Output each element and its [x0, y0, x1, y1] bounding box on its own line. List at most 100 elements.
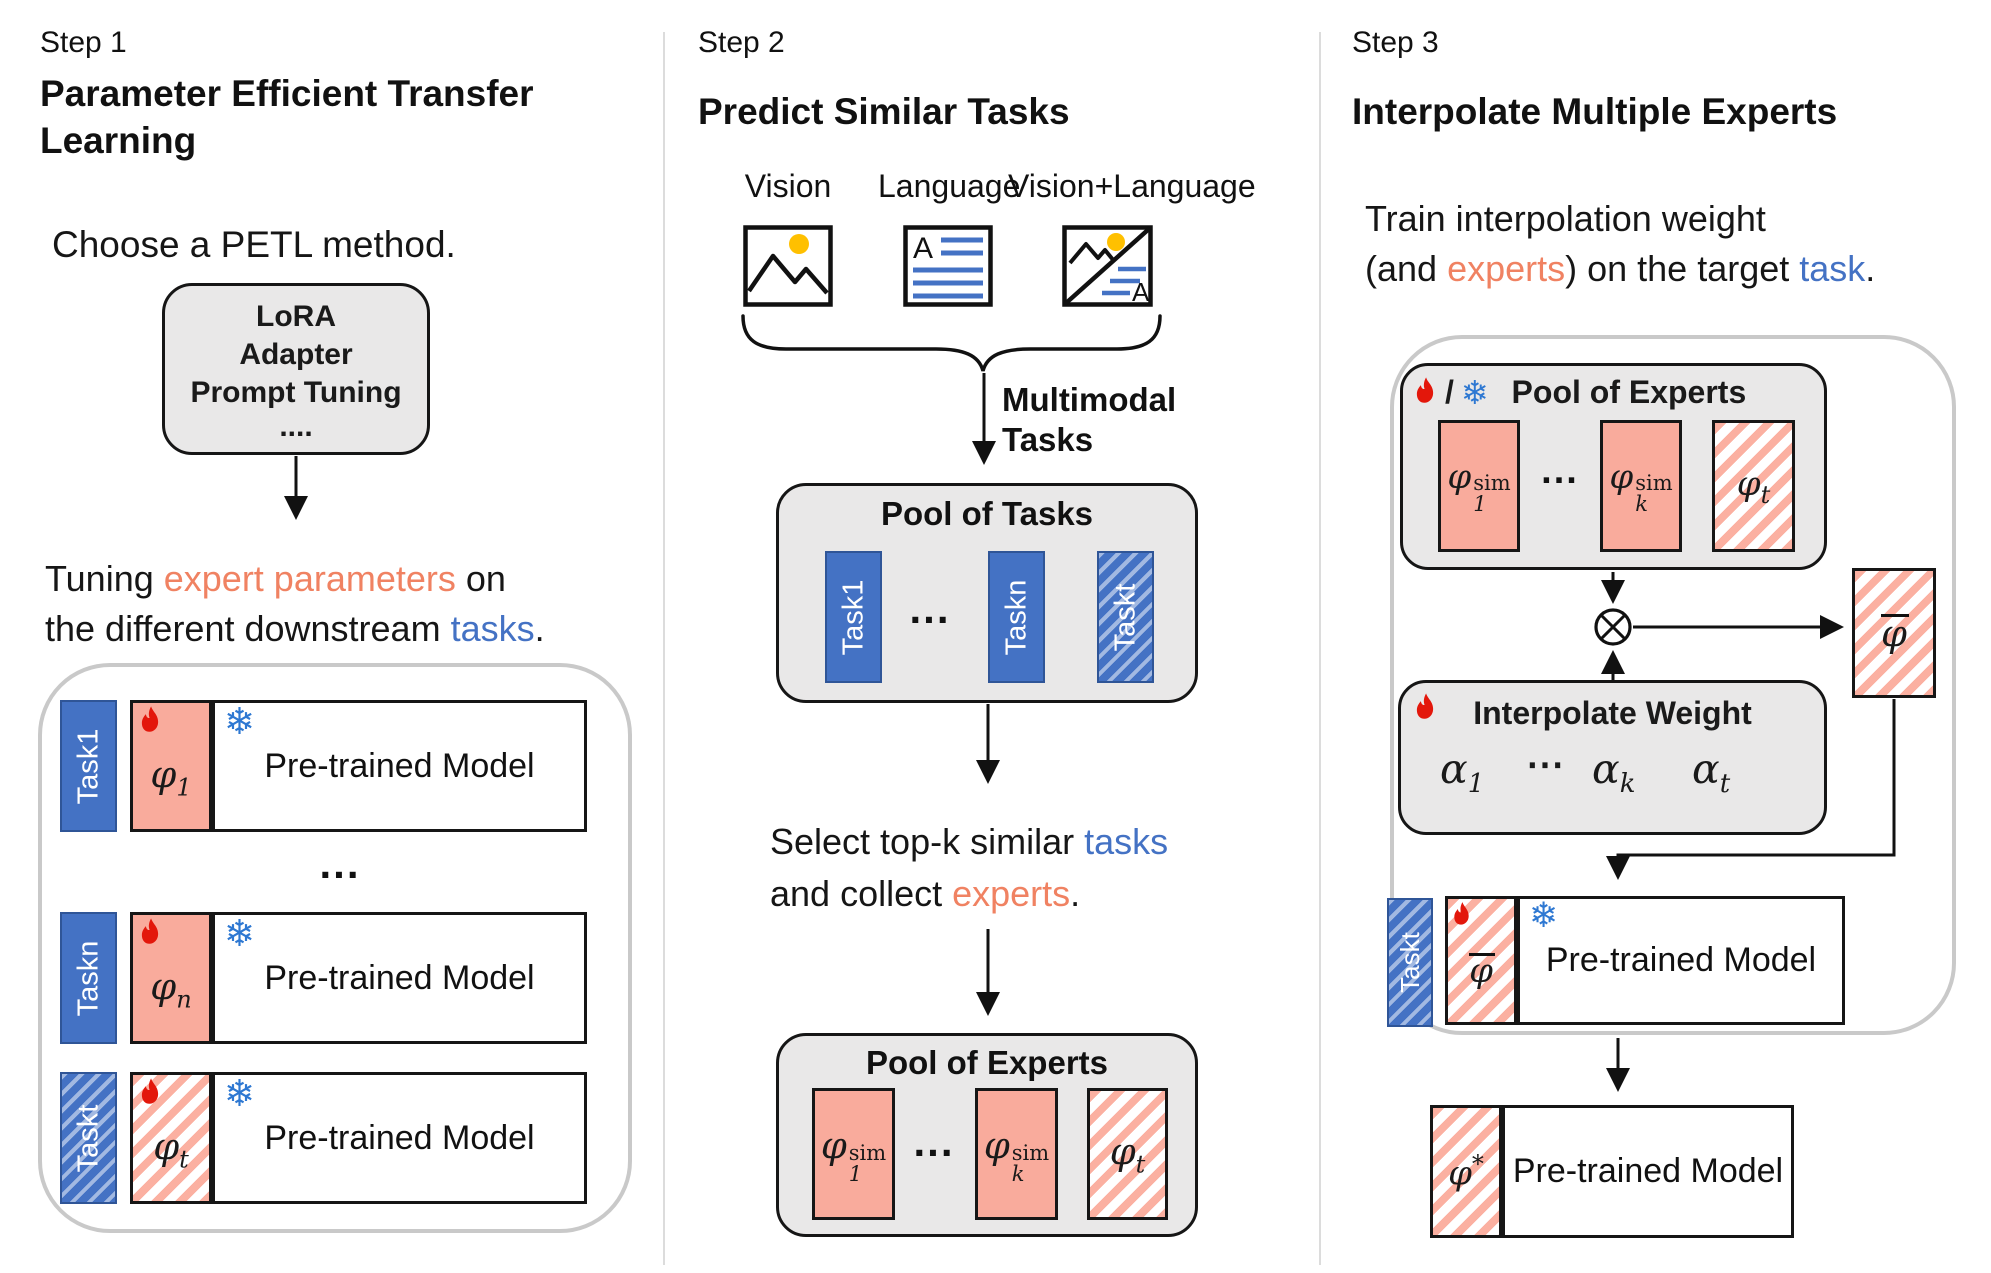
snowflake-icon: ❄ [1529, 896, 1559, 936]
expertt-symbol: φt [153, 1124, 189, 1174]
fire-icon [1416, 693, 1434, 719]
pool-taskt-label: Taskt [1109, 583, 1141, 651]
task1-label: Task1 [72, 728, 105, 804]
step3-label: Step 3 [1352, 26, 1439, 59]
select-tasks: tasks [1084, 821, 1169, 862]
select-s3: and collect [770, 873, 953, 914]
snowflake-icon: ❄ [224, 700, 256, 743]
phistar-symbol: φ* [1448, 1149, 1484, 1194]
tuning-line2: the different downstream tasks. [45, 604, 645, 654]
snowflake-icon: ❄ [1460, 372, 1489, 412]
step1-label: Step 1 [40, 26, 127, 59]
brace-modalities [741, 314, 1162, 372]
step3-taskt-label: Taskt [1394, 932, 1425, 993]
train-period: . [1865, 248, 1876, 289]
phibar-symbol: φ [1881, 611, 1909, 655]
tuning-tasks: tasks [450, 608, 535, 649]
step1-title: Parameter Efficient Transfer Learning [40, 73, 534, 161]
modality-vl-label: Vision+Language [1008, 168, 1256, 204]
alpha1-symbol: α1 [1440, 745, 1485, 800]
expertn-symbol: φn [150, 964, 192, 1014]
train-t2: (and [1365, 248, 1448, 289]
step3-model-label: Pre-trained Model [1545, 941, 1817, 979]
modality-language-label: Language [878, 168, 1021, 204]
step3-taskt-box: Taskt [1387, 898, 1433, 1027]
taskt-box: Taskt [60, 1072, 117, 1204]
petl-method-prompt: Prompt Tuning [190, 376, 402, 409]
pool-taskn-box: Taskn [988, 551, 1045, 683]
fire-icon [1416, 376, 1434, 403]
step3-pool-ellipsis: ... [1541, 450, 1579, 492]
expert1-symbol: φ1 [150, 752, 192, 802]
select-line2: and collect experts. [770, 868, 1168, 920]
pool-task1-box: Task1 [825, 551, 882, 683]
select-experts: experts [952, 873, 1071, 914]
select-caption: Select top-k similar tasks and collect e… [770, 816, 1168, 920]
expert1-box: φ1 [130, 700, 212, 832]
svg-text:A: A [1132, 277, 1150, 307]
train-caption: Train interpolation weight (and experts)… [1365, 194, 1875, 294]
multimodal-label-line1: Multimodal [1002, 381, 1177, 418]
pool-of-tasks-title: Pool of Tasks [880, 495, 1094, 532]
step3-pool-title: Pool of Experts [1511, 373, 1747, 410]
step3-container [1390, 335, 1956, 1035]
pool-of-experts-title: Pool of Experts [865, 1044, 1109, 1081]
taskn-box: Taskn [60, 912, 117, 1044]
train-experts: experts [1447, 248, 1566, 289]
select-s1: Select top-k similar [770, 821, 1085, 862]
step1-subtitle: Choose a PETL method. [52, 224, 456, 265]
task1-box: Task1 [60, 700, 117, 832]
column-divider-1 [663, 32, 665, 1265]
fire-icon [141, 706, 159, 732]
modelt-box: Pre-trained Model [212, 1072, 587, 1204]
select-line1: Select top-k similar tasks [770, 816, 1168, 868]
tuning-t4: the different downstream [45, 608, 451, 649]
step3-expert-target-box: φt [1712, 420, 1795, 552]
petl-method-lora: LoRA [256, 300, 336, 333]
step3-expert-target-symbol: φt [1736, 463, 1771, 509]
pool-tasks-ellipsis: ... [909, 585, 951, 632]
final-model-label: Pre-trained Model [1512, 1152, 1784, 1190]
tuning-period: . [534, 608, 545, 649]
alphak-symbol: αk [1592, 745, 1636, 800]
step1-container [38, 663, 632, 1233]
snowflake-icon: ❄ [224, 912, 256, 955]
svg-text:A: A [913, 232, 933, 265]
expert-target-symbol: φt [1109, 1129, 1146, 1179]
modeln-box: Pre-trained Model [212, 912, 587, 1044]
phibar-box: φ [1852, 568, 1936, 698]
train-t4: ) on the target [1565, 248, 1800, 289]
step3-phibar-symbol: φ [1469, 950, 1495, 991]
pool-experts-ellipsis: ... [913, 1118, 955, 1165]
step3-model-box: Pre-trained Model [1517, 896, 1845, 1025]
interpolate-weight-box: Interpolate Weight [1398, 680, 1827, 835]
alphat-symbol: αt [1692, 745, 1731, 800]
taskn-label: Taskn [72, 940, 105, 1016]
fire-icon [141, 1078, 159, 1104]
tuning-expert-parameters: expert parameters [163, 558, 456, 599]
step3-pool-header: / ❄ Pool of Experts [1412, 372, 1746, 412]
train-line2: (and experts) on the target task. [1365, 244, 1875, 294]
expertt-box: φt [130, 1072, 212, 1204]
modality-vision-label: Vision [744, 168, 832, 204]
pool-taskn-label: Taskn [1000, 579, 1033, 655]
modeln-label: Pre-trained Model [264, 958, 535, 997]
train-task: task [1799, 248, 1866, 289]
step2-label: Step 2 [698, 26, 785, 59]
model1-label: Pre-trained Model [264, 746, 535, 785]
expert-target-box: φt [1087, 1088, 1168, 1220]
petl-methods-box: LoRA Adapter Prompt Tuning .... [162, 283, 430, 455]
interpolate-weight-title: Interpolate Weight [1473, 695, 1752, 731]
train-line1: Train interpolation weight [1365, 198, 1766, 239]
modelt-label: Pre-trained Model [264, 1118, 535, 1157]
select-period: . [1070, 873, 1081, 914]
petl-method-adapter: Adapter [239, 338, 353, 371]
vision-language-icon: A [1062, 225, 1153, 307]
